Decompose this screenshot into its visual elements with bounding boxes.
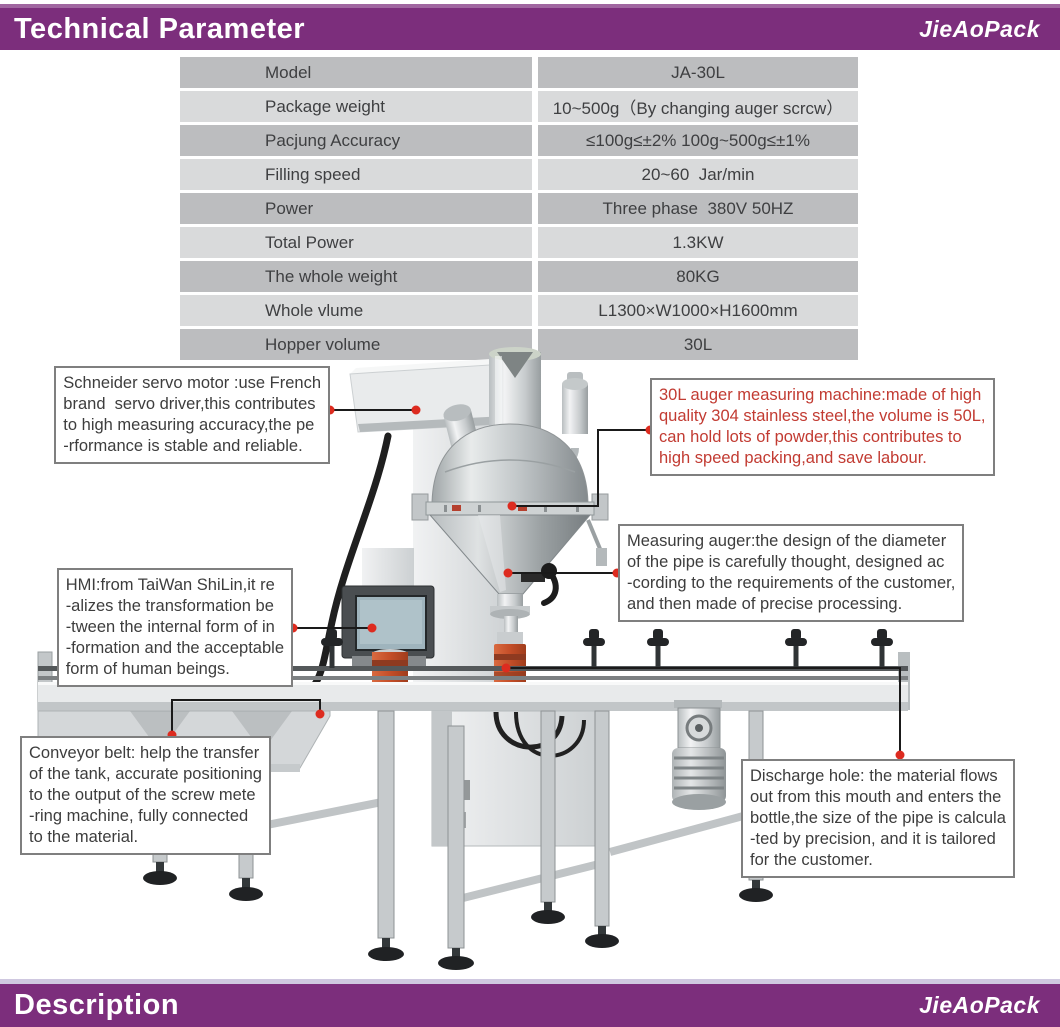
row-value: 20~60 Jar/min [538,159,858,190]
machine-frame [349,358,513,708]
clamp-ring [425,501,595,516]
machine-column [413,412,513,708]
servo-arm [349,363,506,433]
row-label: Whole vlume [180,295,532,326]
hmi-base-cylinder [372,652,408,686]
red-dot [315,709,325,719]
hmi-screen [355,595,427,651]
page-title: Technical Parameter [14,12,306,45]
red-dot [501,663,511,673]
hopper-cone [428,514,592,595]
leader-line-conveyor [171,699,321,735]
gear-motor [672,700,726,810]
callout-hmi: HMI:from TaiWan ShiLin,it re -alizes the… [56,568,293,687]
callout-discharge-hole: Discharge hole: the material flows out f… [741,759,1015,878]
table-row: Whole vlume L1300×W1000×H1600mm [180,295,858,326]
spec-table: Model JA-30L Package weight 10~500g（By c… [180,57,858,360]
row-label: Power [180,193,532,224]
row-label: The whole weight [180,261,532,292]
dust-collector [556,372,588,468]
red-dot [411,405,421,415]
feed-tube [489,352,541,434]
callout-servo-motor: Schneider servo motor :use French brand … [54,366,330,464]
auger-hopper [411,347,609,686]
row-value: 10~500g（By changing auger scrcw） [538,91,858,122]
bottom-header-bar: Description JieAoPack [0,979,1060,1027]
description-title: Description [14,989,180,1021]
hopper-dome [431,423,589,507]
red-dot [507,501,517,511]
hmi-frame [341,585,435,659]
row-value: JA-30L [538,57,858,88]
callout-conveyor-belt: Conveyor belt: help the transfer of the … [20,736,271,855]
row-label: Package weight [180,91,532,122]
row-label: Total Power [180,227,532,258]
row-value: L1300×W1000×H1600mm [538,295,858,326]
table-row: Hopper volume 30L [180,329,858,360]
row-label: Pacjung Accuracy [180,125,532,156]
table-row: Model JA-30L [180,57,858,88]
row-value: Three phase 380V 50HZ [538,193,858,224]
table-row: Pacjung Accuracy ≤100g≤±2% 100g~500g≤±1% [180,125,858,156]
brand-logo-bottom: JieAoPack [919,992,1040,1018]
top-header-bar: Technical Parameter JieAoPack [0,4,1060,50]
discharge-head [494,632,526,686]
row-label: Model [180,57,532,88]
table-row: Package weight 10~500g（By changing auger… [180,91,858,122]
red-dot [367,623,377,633]
row-value: ≤100g≤±2% 100g~500g≤±1% [538,125,858,156]
brand-logo-top: JieAoPack [919,15,1040,42]
adjustable-feet [143,862,773,970]
red-dot [503,568,513,578]
row-label: Filling speed [180,159,532,190]
leader-line-discharge [506,667,901,755]
callout-measuring-auger: Measuring auger:the design of the diamet… [618,524,965,622]
table-row: Filling speed 20~60 Jar/min [180,159,858,190]
callout-auger-hopper: 30L auger measuring machine:made of high… [650,378,995,476]
row-label: Hopper volume [180,329,532,360]
row-value: 1.3KW [538,227,858,258]
vibrator-motor [443,404,482,465]
hmi-panel [341,548,435,686]
drop-tube [504,616,518,646]
row-value: 30L [538,329,858,360]
table-row: Total Power 1.3KW [180,227,858,258]
leader-line-auger [512,429,650,507]
table-row: The whole weight 80KG [180,261,858,292]
row-value: 80KG [538,261,858,292]
crank-handle [521,563,559,606]
table-row: Power Three phase 380V 50HZ [180,193,858,224]
